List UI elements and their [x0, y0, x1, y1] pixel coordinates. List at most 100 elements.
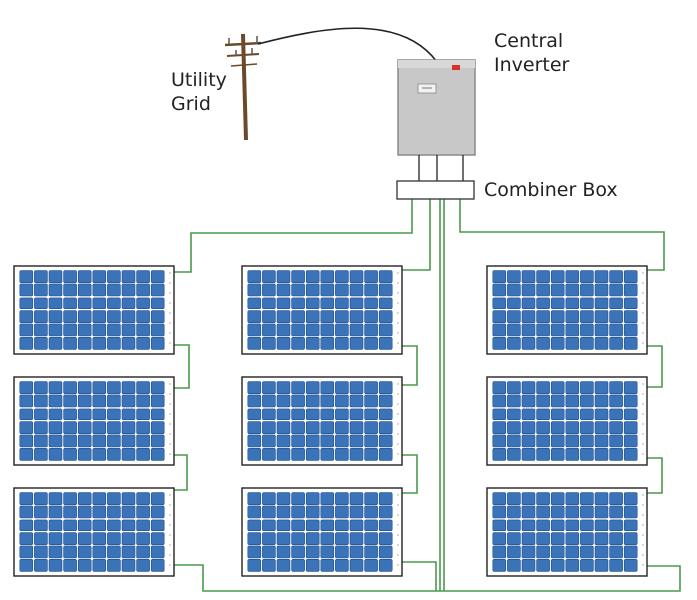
solar-cell [521, 297, 536, 309]
solar-cell [77, 558, 92, 572]
solar-cell [291, 310, 305, 324]
solar-cell [335, 283, 349, 297]
solar-cell [262, 310, 276, 324]
solar-cell [276, 492, 291, 506]
solar-cell [262, 505, 276, 519]
solar-cell [276, 336, 291, 350]
solar-cell [107, 532, 121, 545]
solar-cell [305, 421, 320, 435]
solar-cell [521, 421, 536, 435]
solar-cell [594, 381, 609, 395]
solar-cell [565, 283, 580, 297]
solar-cell [580, 505, 594, 519]
solar-cell [19, 408, 34, 420]
solar-cell [492, 447, 507, 461]
solar-cell [305, 323, 320, 337]
solar-cell [305, 283, 320, 297]
solar-panel [241, 487, 403, 577]
solar-cell [550, 283, 565, 297]
solar-cell [550, 421, 565, 435]
solar-cell [623, 545, 638, 559]
solar-cell [77, 492, 92, 506]
solar-cell [150, 421, 165, 435]
solar-cell [536, 421, 550, 435]
solar-cell [77, 336, 92, 350]
solar-cell [623, 283, 638, 297]
solar-cell [77, 323, 92, 337]
solar-cell [536, 323, 550, 337]
solar-cell [594, 545, 609, 559]
solar-cell [580, 421, 594, 435]
solar-cell [349, 532, 364, 545]
solar-cell [305, 310, 320, 324]
solar-cell [320, 421, 335, 435]
solar-cell [507, 270, 521, 284]
solar-cell [364, 505, 378, 519]
solar-cell [594, 270, 609, 284]
solar-cell [48, 421, 63, 435]
solar-cell [34, 434, 48, 448]
solar-panel [13, 487, 175, 577]
solar-cell [291, 434, 305, 448]
solar-cell [276, 421, 291, 435]
solar-cell [580, 558, 594, 572]
solar-cell [262, 336, 276, 350]
solar-cell [63, 558, 77, 572]
solar-cell [320, 434, 335, 448]
solar-panel [486, 265, 648, 355]
solar-cell [550, 492, 565, 506]
solar-cell [107, 421, 121, 435]
solar-cell [121, 323, 136, 337]
solar-cell [150, 545, 165, 559]
solar-cell [63, 381, 77, 395]
utility-grid-label-line2: Grid [171, 93, 211, 115]
solar-cell [536, 532, 550, 545]
solar-cell [276, 394, 291, 408]
solar-cell [609, 381, 623, 395]
solar-cell [320, 270, 335, 284]
solar-cell [550, 558, 565, 572]
solar-cell [378, 323, 393, 337]
solar-cell [335, 297, 349, 309]
solar-cell [150, 519, 165, 532]
solar-cell [34, 492, 48, 506]
solar-cell [34, 297, 48, 309]
solar-cell [276, 323, 291, 337]
solar-cell [63, 447, 77, 461]
solar-cell [34, 323, 48, 337]
solar-cell [521, 283, 536, 297]
solar-cell [19, 336, 34, 350]
solar-cell [320, 505, 335, 519]
solar-cell [107, 558, 121, 572]
solar-panel [486, 487, 648, 577]
solar-cell [623, 558, 638, 572]
solar-cell [291, 408, 305, 420]
solar-cell [63, 323, 77, 337]
solar-cell [521, 492, 536, 506]
solar-cell [34, 519, 48, 532]
solar-cell [92, 505, 107, 519]
solar-cell [349, 394, 364, 408]
solar-cell [92, 532, 107, 545]
solar-cell [580, 381, 594, 395]
solar-cell [335, 421, 349, 435]
solar-cell [565, 270, 580, 284]
solar-cell [92, 270, 107, 284]
solar-cell [121, 505, 136, 519]
solar-cell [77, 532, 92, 545]
solar-cell [594, 336, 609, 350]
solar-cell [262, 545, 276, 559]
solar-cell [623, 336, 638, 350]
solar-cell [565, 421, 580, 435]
solar-cell [536, 336, 550, 350]
solar-panel [486, 376, 648, 466]
solar-cell [305, 505, 320, 519]
central-inverter-label-line2: Inverter [494, 54, 570, 76]
solar-cell [536, 492, 550, 506]
solar-cell [507, 297, 521, 309]
solar-cell [291, 447, 305, 461]
solar-cell [150, 336, 165, 350]
solar-cell [507, 505, 521, 519]
solar-cell [580, 434, 594, 448]
